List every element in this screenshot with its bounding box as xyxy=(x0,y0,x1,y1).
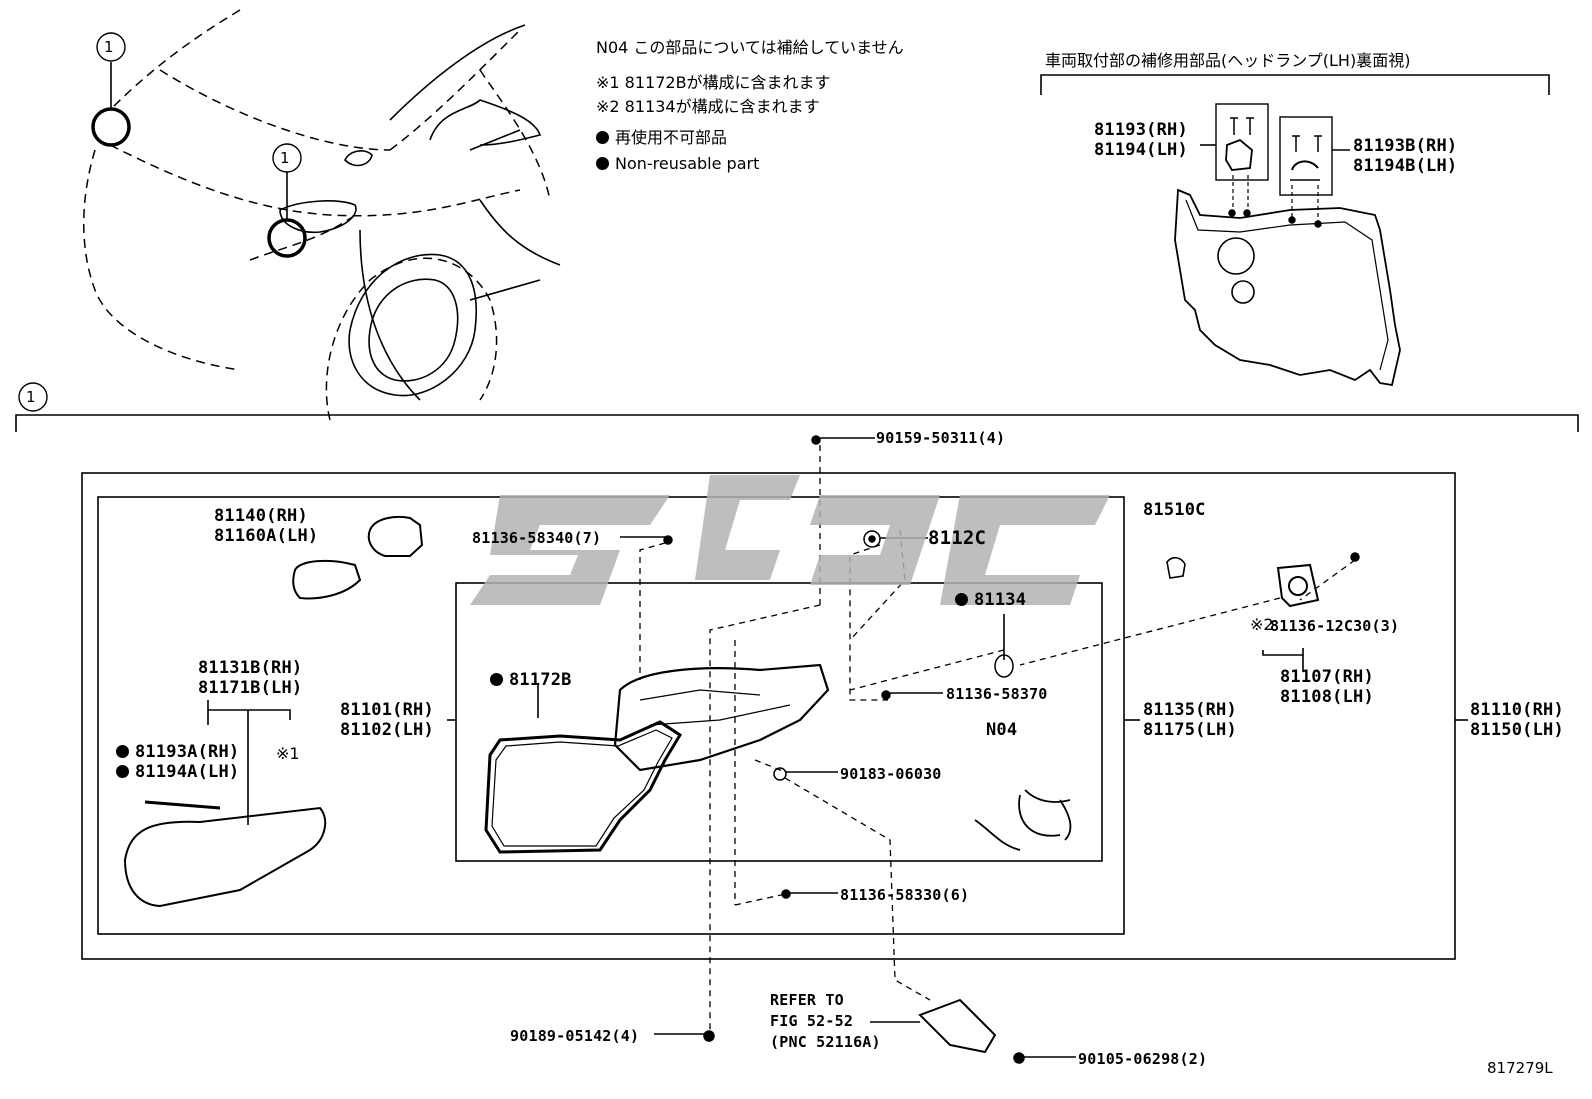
part-90159: 90159-50311(4) xyxy=(876,429,1006,447)
refer-note: REFER TO FIG 52-52 (PNC 52116A) xyxy=(770,991,881,1051)
note-nonreusable-en: Non-reusable part xyxy=(596,154,759,174)
part-81193a: 81193A(RH) 81194A(LH) xyxy=(116,742,239,782)
ref2-mark: ※2 xyxy=(1250,615,1274,634)
callout-circle-main xyxy=(18,382,48,412)
part-81193b: 81193B(RH) 81194B(LH) xyxy=(1353,136,1458,176)
part-81136-58330: 81136-58330(6) xyxy=(840,886,970,904)
inset-box-81193b xyxy=(1279,116,1333,196)
callout-label-1a: 1 xyxy=(104,38,114,56)
part-81136-58370: 81136-58370 xyxy=(946,685,1048,703)
part-81193: 81193(RH) 81194(LH) xyxy=(1094,120,1188,160)
note-nonreusable-jp: 再使用不可部品 xyxy=(596,128,727,148)
callout-circle-1a xyxy=(96,32,126,62)
part-81101: 81101(RH) 81102(LH) xyxy=(340,700,434,740)
non-reusable-icon xyxy=(490,673,503,686)
part-81135: 81135(RH) 81175(LH) xyxy=(1143,700,1237,740)
inner-box xyxy=(455,582,1103,862)
ref1-mark: ※1 xyxy=(276,744,300,763)
inset-box-81193 xyxy=(1215,103,1269,181)
car-sketch xyxy=(83,9,551,421)
car-sketch-solid xyxy=(279,24,561,401)
non-reusable-icon xyxy=(955,593,968,606)
part-81131b: 81131B(RH) 81171B(LH) xyxy=(198,658,303,698)
part-8112c: 8112C xyxy=(928,527,987,549)
bullet-icon xyxy=(596,157,609,170)
watermark-logo xyxy=(470,475,1110,605)
note-n04: N04 この部品については補給していません xyxy=(596,38,904,57)
non-reusable-icon xyxy=(116,765,129,778)
part-90189: 90189-05142(4) xyxy=(510,1027,640,1045)
bullet-icon xyxy=(596,131,609,144)
outer-box xyxy=(81,472,1456,960)
part-90105: 90105-06298(2) xyxy=(1078,1050,1208,1068)
part-81136-12c30: 81136-12C30(3) xyxy=(1270,617,1400,635)
non-reusable-icon xyxy=(116,745,129,758)
part-90183: 90183-06030 xyxy=(840,765,942,783)
n04-mark: N04 xyxy=(986,720,1018,740)
inset-title: 車両取付部の補修用部品(ヘッドランプ(LH)裏面視) xyxy=(1045,51,1411,70)
part-81107: 81107(RH) 81108(LH) xyxy=(1280,667,1374,707)
note-ref2: ※2 81134が構成に含まれます xyxy=(596,97,820,116)
callout-label-1b: 1 xyxy=(280,149,290,167)
part-81134: 81134 xyxy=(955,590,1026,610)
part-81510c: 81510C xyxy=(1143,500,1206,520)
callout-ring-side xyxy=(267,218,307,258)
part-81136-58340: 81136-58340(7) xyxy=(472,529,602,547)
part-81110: 81110(RH) 81150(LH) xyxy=(1470,700,1564,740)
main-bracket xyxy=(15,414,1579,432)
callout-label-main: 1 xyxy=(26,388,36,406)
inset-bracket xyxy=(1040,74,1550,95)
part-81140: 81140(RH) 81160A(LH) xyxy=(214,506,319,546)
callout-circle-1b xyxy=(272,143,302,173)
inset-headlamp-outline xyxy=(1174,188,1401,387)
note-ref1: ※1 81172Bが構成に含まれます xyxy=(596,73,831,92)
part-81172b: 81172B xyxy=(490,670,572,690)
figure-id: 817279L xyxy=(1487,1059,1553,1077)
callout-ring-front xyxy=(91,107,131,147)
